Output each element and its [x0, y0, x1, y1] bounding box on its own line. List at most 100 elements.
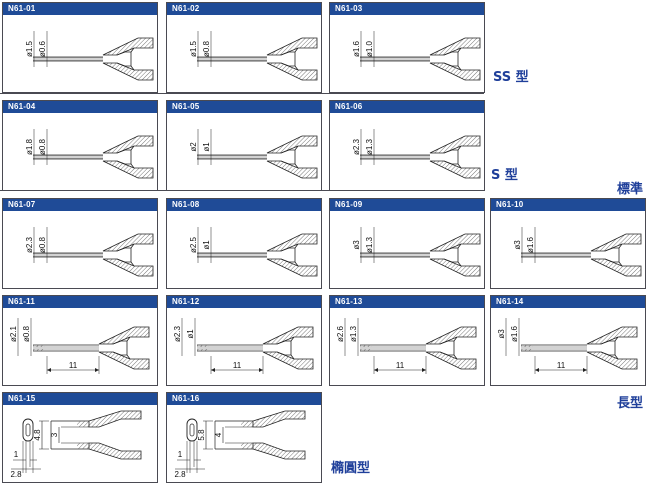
nozzle-drawing: ø3 ø1.3 — [352, 227, 481, 277]
nozzle-model-label: N61-10 — [491, 199, 645, 211]
nozzle-model-label: N61-14 — [491, 296, 645, 308]
nozzle-drawing: ø2 ø1 — [189, 129, 318, 179]
inner-diameter-label: ø1.3 — [365, 236, 374, 253]
nozzle-model-label: N61-15 — [3, 393, 157, 405]
bore-width-label: 1 — [14, 450, 19, 459]
outer-diameter-label: ø2.1 — [9, 325, 18, 342]
outer-diameter-label: ø1.5 — [25, 40, 34, 57]
inner-diameter-label: ø0.8 — [38, 138, 47, 155]
nozzle-tip-section — [102, 135, 154, 179]
outer-diameter-label: ø3 — [497, 329, 506, 339]
outer-diameter-label: ø1.6 — [352, 40, 361, 57]
nozzle-tip-section — [429, 135, 481, 179]
nozzle-tip-section — [102, 37, 154, 81]
outer-height-label: 4.8 — [33, 429, 42, 441]
inner-height-label: 4 — [214, 432, 223, 437]
outer-diameter-label: ø2.3 — [25, 236, 34, 253]
nozzle-drawing: ø2.5 ø1 — [189, 227, 318, 277]
nozzle-tip-section — [102, 233, 154, 277]
inner-diameter-label: ø1.3 — [365, 138, 374, 155]
nozzle-model-label: N61-13 — [330, 296, 484, 308]
nozzle-model-label: N61-07 — [3, 199, 157, 211]
inner-diameter-label: ø0.6 — [38, 40, 47, 57]
bore-width-label: 1 — [178, 450, 183, 459]
outer-diameter-label: ø2.3 — [173, 325, 182, 342]
nozzle-drawing: ø1.6 ø1.0 — [352, 31, 481, 81]
length-label: 11 — [557, 361, 566, 370]
nozzle-model-label: N61-12 — [167, 296, 321, 308]
length-label: 11 — [396, 361, 405, 370]
nozzle-card-n61-01: N61-01 ø1.5 ø0.6 — [2, 2, 158, 93]
nozzle-tip-section — [429, 233, 481, 277]
oval-tip-outline — [22, 418, 34, 442]
inner-diameter-label: ø1.6 — [510, 325, 519, 342]
outer-diameter-label: ø2.5 — [189, 236, 198, 253]
length-label: 11 — [69, 361, 78, 370]
nozzle-drawing: ø1.5 ø0.6 — [25, 31, 154, 81]
nozzle-drawing: 1 2.8 5.8 4 — [174, 410, 306, 479]
inner-diameter-label: ø0.8 — [22, 325, 31, 342]
oval-tip-outline — [186, 418, 198, 442]
outer-diameter-label: ø2.6 — [336, 325, 345, 342]
nozzle-model-label: N61-05 — [167, 101, 321, 113]
nozzle-model-label: N61-02 — [167, 3, 321, 15]
outer-diameter-label: ø3 — [513, 240, 522, 250]
outer-diameter-label: ø2.3 — [352, 138, 361, 155]
oval-bore-outline — [189, 423, 195, 437]
outer-diameter-label: ø2 — [189, 142, 198, 152]
nozzle-card-n61-05: N61-05 ø2 ø1 — [166, 100, 322, 191]
oval-bore-outline — [25, 423, 31, 437]
label-s-type: S 型 — [491, 168, 518, 183]
nozzle-model-label: N61-06 — [330, 101, 484, 113]
label-standard: 標準 — [617, 182, 644, 197]
nozzle-tip-section — [266, 233, 318, 277]
nozzle-card-n61-09: N61-09 ø3 ø1.3 — [329, 198, 485, 289]
inner-height-label: 3 — [50, 432, 59, 437]
nozzle-card-n61-08: N61-08 ø2.5 ø1 — [166, 198, 322, 289]
nozzle-card-n61-11: N61-11 ø2.1 ø0.8 11 — [2, 295, 158, 386]
inner-diameter-label: ø1 — [202, 142, 211, 152]
nozzle-card-n61-02: N61-02 ø1.5 ø0.8 — [166, 2, 322, 93]
label-ss-type: SS 型 — [493, 70, 529, 85]
nozzle-tip-section — [266, 135, 318, 179]
outer-height-label: 5.8 — [197, 429, 206, 441]
length-label: 11 — [233, 361, 242, 370]
nozzle-drawing: ø1.5 ø0.8 — [189, 31, 318, 81]
inner-diameter-label: ø1 — [202, 240, 211, 250]
nozzle-drawing: ø1.8 ø0.8 — [25, 129, 154, 179]
divider-s — [0, 190, 484, 191]
nozzle-card-n61-14: N61-14 ø3 ø1.6 11 — [490, 295, 646, 386]
nozzle-model-label: N61-09 — [330, 199, 484, 211]
inner-diameter-label: ø1.3 — [349, 325, 358, 342]
outer-diameter-label: ø1.5 — [189, 40, 198, 57]
nozzle-drawing: ø2.6 ø1.3 11 — [336, 318, 477, 374]
nozzle-card-n61-13: N61-13 ø2.6 ø1.3 11 — [329, 295, 485, 386]
label-long-type: 長型 — [617, 396, 644, 411]
nozzle-model-label: N61-01 — [3, 3, 157, 15]
nozzle-tip-section — [262, 326, 314, 370]
divider-ss — [0, 93, 484, 94]
nozzle-drawing: ø2.1 ø0.8 11 — [9, 318, 150, 374]
base-width-label: 2.8 — [174, 470, 186, 479]
nozzle-card-n61-06: N61-06 ø2.3 ø1.3 — [329, 100, 485, 191]
outer-diameter-label: ø1.8 — [25, 138, 34, 155]
nozzle-drawing: ø2.3 ø1.3 — [352, 129, 481, 179]
inner-diameter-label: ø0.8 — [202, 40, 211, 57]
inner-diameter-label: ø1.0 — [365, 40, 374, 57]
nozzle-tip-section — [425, 326, 477, 370]
nozzle-model-label: N61-11 — [3, 296, 157, 308]
nozzle-model-label: N61-08 — [167, 199, 321, 211]
outer-diameter-label: ø3 — [352, 240, 361, 250]
nozzle-tip-section — [590, 233, 642, 277]
